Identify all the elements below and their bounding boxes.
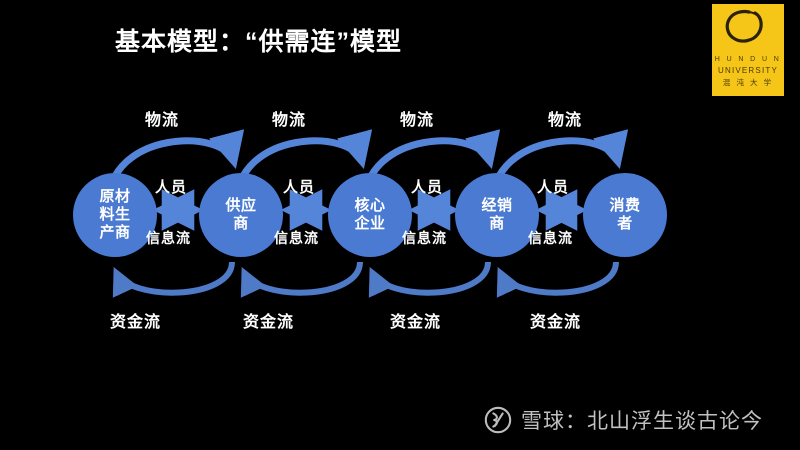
hundun-university-logo: H U N D U N UNIVERSITY 混 沌 大 学 [712, 4, 784, 96]
watermark: 雪球：北山浮生谈古论今 [483, 405, 763, 435]
capital-flow-label: 资金流 [243, 314, 295, 331]
info-flow-label: 信息流 [146, 230, 191, 246]
logo-line-hundun: H U N D U N [714, 56, 782, 63]
capital-flow-label: 资金流 [110, 314, 162, 331]
page-title: 基本模型：“供需连”模型 [115, 28, 403, 56]
capital-flow-arc-group [112, 261, 619, 298]
people-label: 人员 [155, 179, 188, 196]
info-flow-label: 信息流 [402, 230, 447, 246]
watermark-text: 雪球：北山浮生谈古论今 [521, 410, 763, 433]
logistics-label: 物流 [400, 112, 435, 129]
node-raw-material-producer[interactable]: 原材 料生 产商 [73, 173, 157, 257]
people-label: 人员 [537, 179, 570, 196]
logo-text-block: H U N D U N UNIVERSITY 混 沌 大 学 [712, 54, 784, 89]
enso-circle-icon [725, 9, 763, 43]
node-label: 消费 者 [609, 197, 641, 232]
people-label: 人员 [283, 179, 316, 196]
logistics-label: 物流 [548, 112, 583, 129]
info-flow-label: 信息流 [528, 230, 573, 246]
xueqiu-logo-icon [484, 406, 512, 434]
node-label: 核心 企业 [354, 197, 386, 232]
node-label: 供应 商 [225, 197, 257, 232]
node-consumer[interactable]: 消费 者 [583, 173, 667, 257]
node-supplier[interactable]: 供应 商 [199, 173, 283, 257]
node-label: 原材 料生 产商 [99, 188, 131, 241]
node-label: 经销 商 [481, 197, 513, 232]
people-label: 人员 [411, 179, 444, 196]
logistics-label: 物流 [272, 112, 307, 129]
logo-line-chinese: 混 沌 大 学 [722, 78, 774, 87]
node-distributor[interactable]: 经销 商 [455, 173, 539, 257]
node-core-enterprise[interactable]: 核心 企业 [328, 173, 412, 257]
logistics-label: 物流 [145, 112, 180, 129]
logo-line-university: UNIVERSITY [717, 66, 778, 75]
capital-flow-label: 资金流 [390, 314, 442, 331]
capital-flow-label: 资金流 [530, 314, 582, 331]
info-flow-label: 信息流 [274, 230, 319, 246]
